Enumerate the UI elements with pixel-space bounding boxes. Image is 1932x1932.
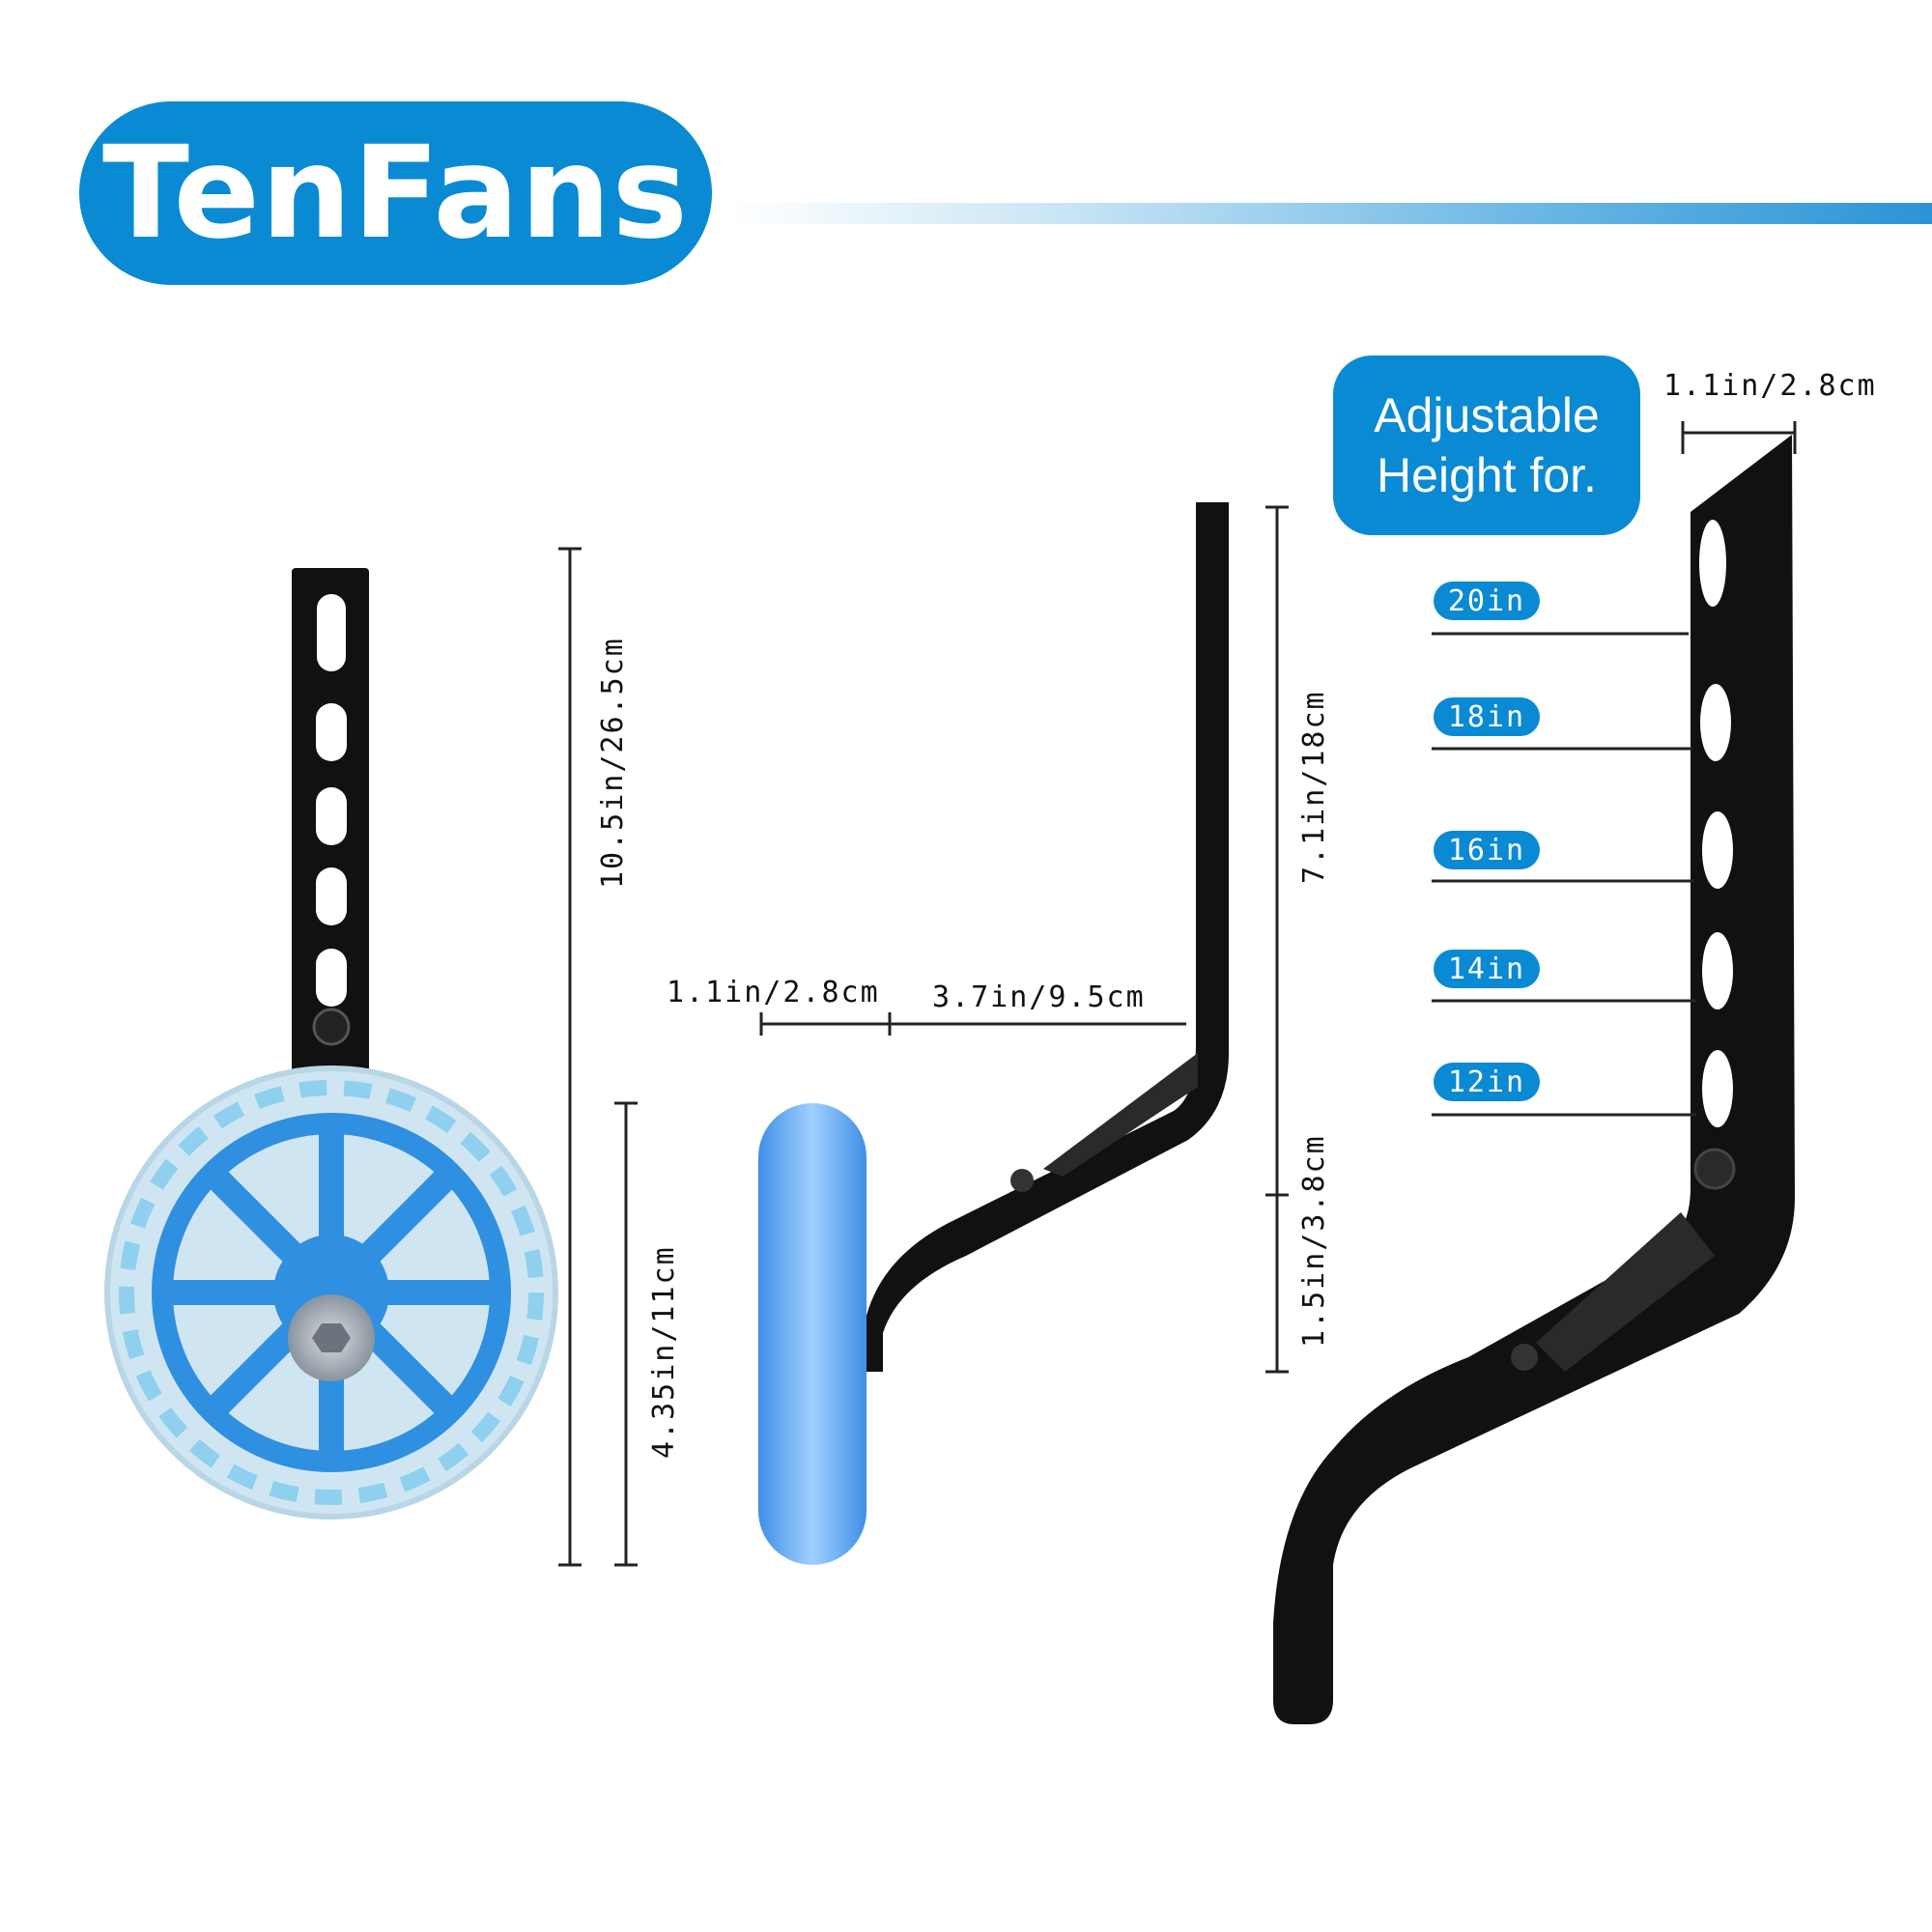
size-badge-12in: 12in: [1434, 1063, 1540, 1101]
left-bracket-holes: [316, 594, 347, 1007]
size-badge-16in: 16in: [1434, 831, 1540, 869]
side-wheel: [758, 1103, 867, 1565]
size-badge-18in: 18in: [1434, 697, 1540, 736]
left-bracket: [292, 568, 369, 1148]
arm-length-label: 3.7in/9.5cm: [932, 980, 1146, 1014]
right-bracket: [1273, 435, 1795, 1724]
side-bracket: [865, 502, 1229, 1372]
bracket-width-label: 1.1in/2.8cm: [1663, 369, 1877, 403]
side-bolt-icon: [1010, 1169, 1034, 1192]
brand-pill: TenFans: [79, 101, 712, 285]
left-dimension-lines: [558, 547, 638, 1567]
right-brace-bolt-icon: [1511, 1344, 1538, 1371]
size-badge-14in: 14in: [1434, 950, 1540, 988]
brand-name: TenFans: [101, 119, 690, 268]
wheel-diameter-label: 4.35in/11cm: [647, 1245, 681, 1459]
header-gradient-bar: [729, 203, 1932, 224]
total-height-label: 10.5in/26.5cm: [596, 637, 630, 889]
upper-height-label: 7.1in/18cm: [1297, 690, 1331, 884]
side-brace: [1043, 1053, 1198, 1177]
axle-nut-icon: [312, 1323, 351, 1352]
right-bracket-holes: [1699, 520, 1733, 1127]
wheel-tread: [119, 1080, 544, 1505]
wheel-assembly-side: [758, 502, 1229, 1565]
adjustable-line-1: Adjustable: [1374, 388, 1600, 442]
adjustable-line-2: Height for.: [1377, 448, 1597, 502]
bracket-large: [1273, 435, 1795, 1724]
lower-height-label: 1.5in/3.8cm: [1297, 1134, 1331, 1348]
right-bolt-icon: [1693, 1148, 1736, 1190]
right-brace: [1536, 1212, 1715, 1372]
bracket-bolt-icon: [312, 1008, 351, 1046]
right-dimension-lines: [1432, 421, 1797, 1117]
wheel-assembly-front: [104, 568, 558, 1520]
offset-width-label: 1.1in/2.8cm: [667, 976, 880, 1009]
size-badge-20in: 20in: [1434, 582, 1540, 620]
middle-dimension-lines: [759, 505, 1289, 1374]
adjustable-badge: Adjustable Height for.: [1333, 355, 1640, 535]
